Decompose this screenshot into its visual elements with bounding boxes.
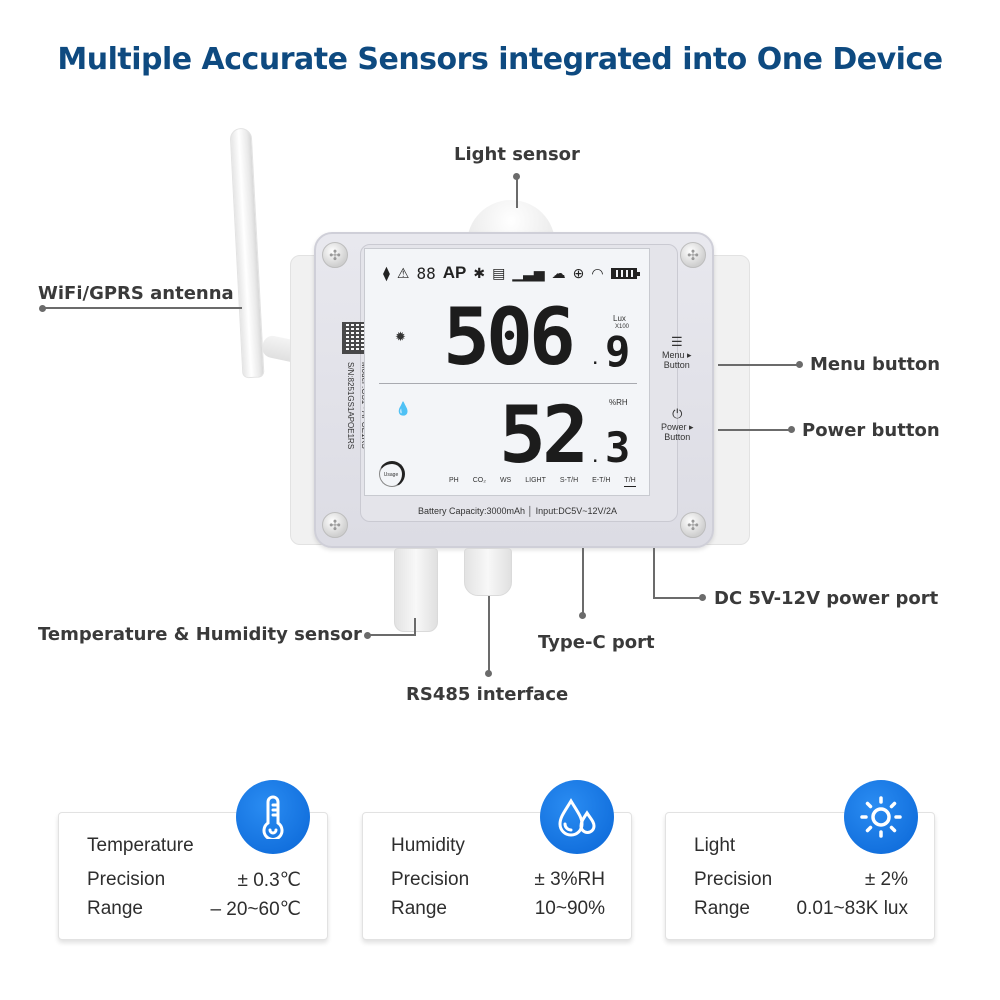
device-menu-button[interactable]: ☰ Menu ▸ Button	[662, 334, 692, 371]
status-bar: ⧫ ⚠ 88 AP ✱ ▤ ▁▃▅ ☁ ⊕ ◠	[383, 263, 640, 283]
serial-label: S/N:8251GS1APOE1RS	[346, 362, 355, 450]
lcd-divider	[379, 383, 637, 384]
ap-indicator: AP	[442, 263, 467, 282]
rs485-gland	[464, 548, 512, 596]
callout-antenna: WiFi/GPRS antenna	[38, 283, 234, 304]
reading-bottom-main: 52	[499, 391, 589, 481]
precision-row: Precision ± 3%RH	[391, 869, 605, 890]
callout-dot	[364, 632, 371, 639]
callout-line	[718, 364, 798, 366]
callout-line	[718, 429, 790, 431]
power-icon: ⏻	[672, 406, 683, 421]
reading-bottom-decimal: 3	[605, 423, 631, 472]
lcd-screen: ⧫ ⚠ 88 AP ✱ ▤ ▁▃▅ ☁ ⊕ ◠ ✹ 506 . 9 Lux X1…	[364, 248, 650, 496]
callout-line	[653, 597, 701, 599]
callout-line	[516, 176, 518, 208]
sun-icon	[844, 780, 918, 854]
sun-icon: ✹	[395, 329, 406, 344]
reading-top-decimal: 9	[605, 327, 631, 376]
card-temperature: Temperature Precision ± 0.3℃ Range – 20~…	[58, 812, 328, 940]
callout-dot	[796, 361, 803, 368]
mode-ws: WS	[499, 477, 512, 484]
screw-icon: ✣	[680, 512, 706, 538]
decimal-point: .	[591, 352, 600, 368]
callout-light-sensor: Light sensor	[454, 144, 580, 165]
callout-dot	[579, 612, 586, 619]
mode-e-th: E-T/H	[592, 477, 611, 484]
callout-dot	[788, 426, 795, 433]
signal-icon: ▁▃▅	[512, 264, 545, 281]
callout-dot	[699, 594, 706, 601]
unit-lux: Lux	[613, 314, 626, 323]
decimal-point: .	[591, 450, 600, 466]
range-row: Range – 20~60℃	[87, 898, 301, 920]
callout-type-c: Type-C port	[538, 632, 655, 653]
precision-row: Precision ± 2%	[694, 869, 908, 890]
device-specs: Battery Capacity:3000mAh │ Input:DC5V~12…	[418, 506, 617, 516]
callout-th-sensor: Temperature & Humidity sensor	[38, 624, 362, 645]
sd-card-icon: ▤	[492, 264, 506, 281]
card-title: Humidity	[391, 835, 465, 856]
usage-gauge: Usage	[379, 461, 405, 487]
callout-menu-button: Menu button	[810, 354, 941, 375]
callout-rs485: RS485 interface	[406, 684, 569, 705]
callout-line	[488, 596, 490, 672]
unit-multiplier: X100	[615, 324, 630, 330]
wifi-icon: ◠	[591, 264, 604, 281]
antenna	[229, 127, 265, 379]
globe-icon: ⊕	[572, 264, 585, 281]
card-title: Temperature	[87, 835, 194, 856]
menu-list-icon: ☰	[670, 334, 683, 349]
callout-line	[653, 548, 655, 598]
mode-light: LIGHT	[525, 477, 546, 484]
th-sensor-probe	[394, 548, 438, 632]
device-power-button[interactable]: ⏻ Power ▸ Button	[661, 406, 694, 443]
page-title: Multiple Accurate Sensors integrated int…	[57, 42, 943, 77]
precision-row: Precision ± 0.3℃	[87, 869, 301, 891]
water-drops-icon	[540, 780, 614, 854]
thermometer-icon	[236, 780, 310, 854]
screw-icon: ✣	[322, 242, 348, 268]
bluetooth-icon: ✱	[473, 264, 486, 281]
callout-power-port: DC 5V-12V power port	[714, 588, 939, 609]
callout-line	[582, 548, 584, 614]
alarm-digits: 88	[416, 263, 436, 283]
card-humidity: Humidity Precision ± 3%RH Range 10~90%	[362, 812, 632, 940]
callout-dot	[485, 670, 492, 677]
mode-ph: PH	[449, 477, 459, 484]
battery-icon	[610, 267, 640, 279]
screw-icon: ✣	[680, 242, 706, 268]
range-row: Range 10~90%	[391, 898, 605, 919]
callout-line	[368, 634, 416, 636]
card-title: Light	[694, 835, 736, 856]
mode-indicators: PH CO₂ WS LIGHT S-T/H E-T/H T/H	[449, 477, 636, 487]
mode-co2: CO₂	[472, 477, 486, 484]
screw-icon: ✣	[322, 512, 348, 538]
range-row: Range 0.01~83K lux	[694, 898, 908, 919]
cloud-icon: ☁	[551, 264, 566, 281]
mode-s-th: S-T/H	[559, 477, 579, 484]
probe-icon: ⧫	[383, 264, 390, 281]
mode-th: T/H	[624, 477, 636, 487]
card-light: Light Precision ± 2% Range 0.01~83K lux	[665, 812, 935, 940]
callout-line	[42, 307, 242, 309]
warning-icon: ⚠	[396, 264, 410, 281]
callout-line	[414, 618, 416, 636]
reading-top-main: 506	[443, 293, 576, 383]
unit-rh: %RH	[609, 398, 628, 407]
water-drops-icon: 💧	[395, 401, 412, 416]
callout-power-button: Power button	[802, 420, 940, 441]
